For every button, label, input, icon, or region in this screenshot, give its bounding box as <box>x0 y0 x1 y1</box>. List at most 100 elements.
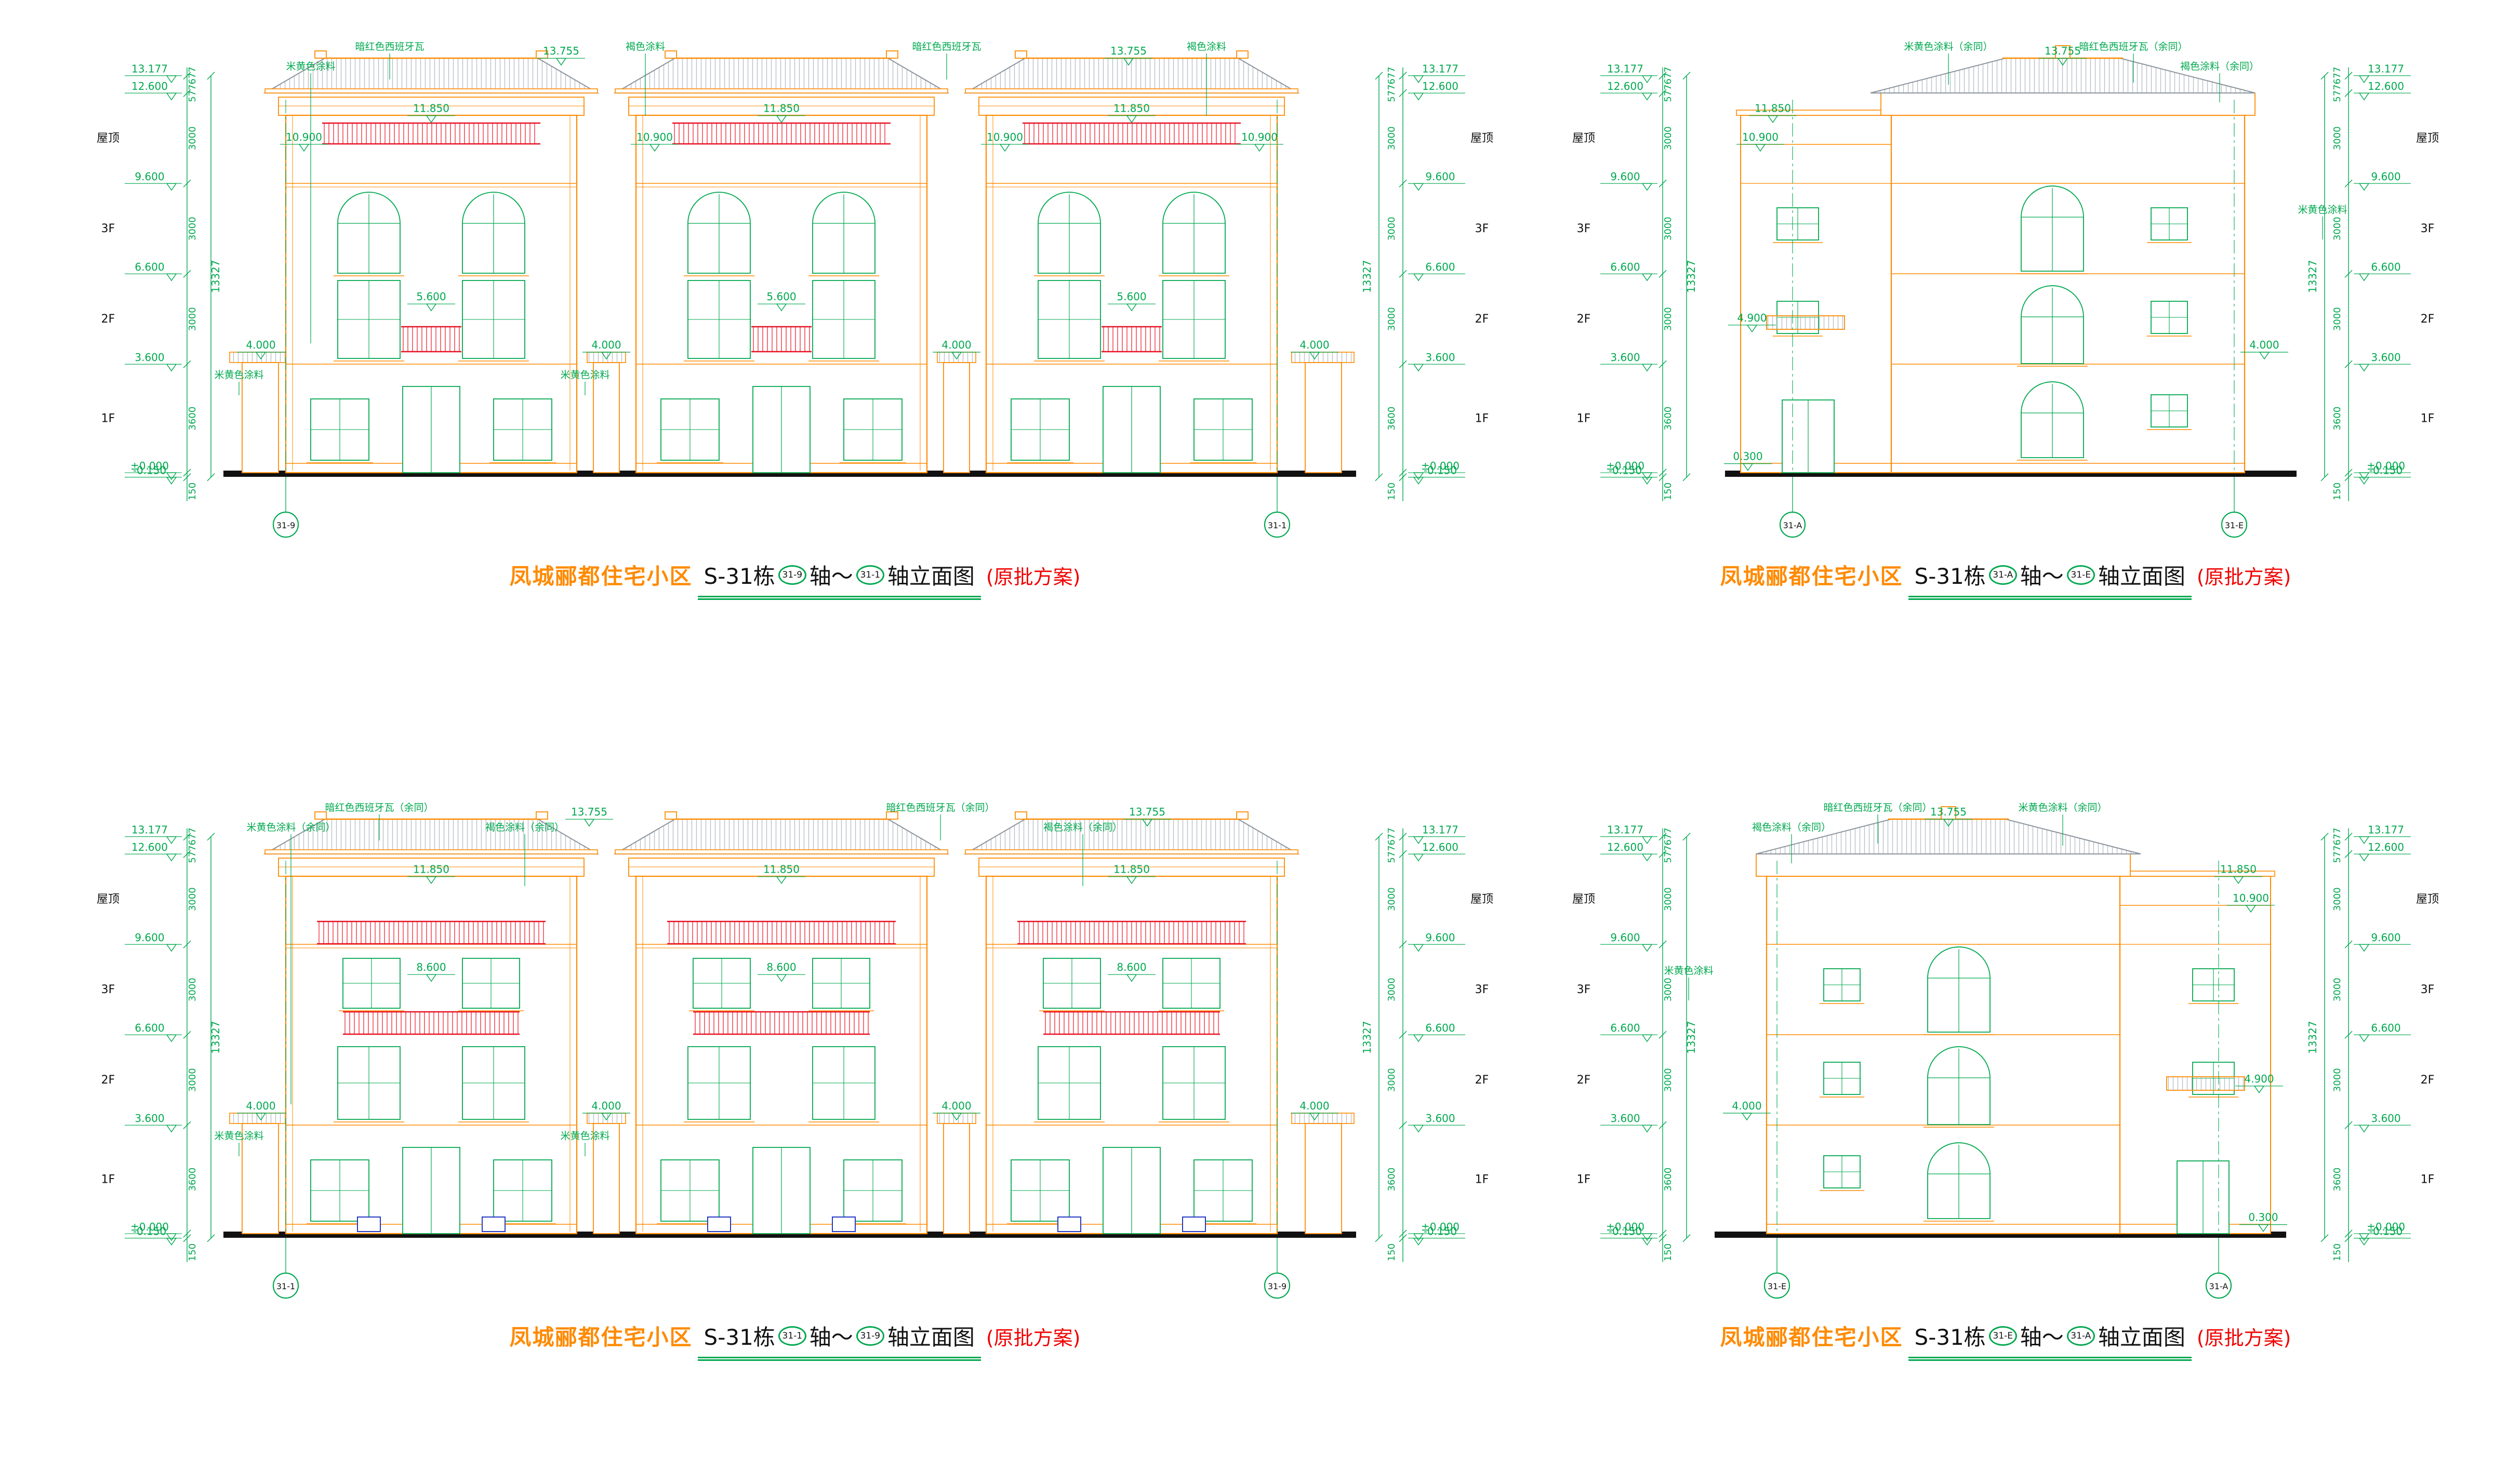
balcony-railing <box>667 920 896 945</box>
interval-dim: 3000 <box>187 126 198 150</box>
material-label: 褐色涂料（余同） <box>485 822 564 833</box>
wing-roof <box>1291 1113 1355 1124</box>
level-triangle-icon <box>2259 352 2270 360</box>
axis-bubble-label: 31-1 <box>276 1281 295 1291</box>
level-triangle-icon <box>1641 92 1653 101</box>
dim-tick <box>2344 473 2353 482</box>
dim-tick <box>1375 833 1383 841</box>
title-suffix: 轴立面图 <box>2098 1325 2185 1350</box>
dim-tick <box>2344 1234 2353 1242</box>
elevation-value: -0.150 <box>133 1225 166 1238</box>
interval-dim: 3600 <box>2332 1168 2343 1192</box>
arched-window <box>1923 946 1994 1035</box>
floor-label: 1F <box>101 412 115 425</box>
dim-tick <box>183 473 191 482</box>
door-canopy <box>2166 1076 2245 1091</box>
level-triangle-icon <box>1413 183 1424 191</box>
dim-tick <box>2344 1031 2353 1039</box>
planter <box>357 1216 381 1232</box>
elevation-value: -0.150 <box>133 464 166 477</box>
window <box>1159 280 1229 362</box>
elevation-value: -0.150 <box>1609 464 1642 477</box>
interval-dim: 3000 <box>1386 307 1397 331</box>
dim-tick <box>1399 850 1407 858</box>
level-triangle-icon <box>1742 463 1754 471</box>
drawing-title: 凤城郦都住宅小区 S-31栋 31-E 轴～ 31-A 轴立面图 (原批方案) <box>1569 1320 2442 1361</box>
dim-tick <box>183 833 191 841</box>
level-value: 4.000 <box>1732 1100 1761 1112</box>
window <box>1007 398 1073 463</box>
elevation-value: -0.150 <box>2369 1225 2403 1238</box>
interval-dim: 3600 <box>187 407 198 431</box>
level-triangle-icon <box>166 92 177 101</box>
interval-dim: 3000 <box>1663 307 1674 331</box>
wing-wall <box>242 1123 279 1234</box>
drawing-title: 凤城郦都住宅小区 S-31栋 31-9 轴～ 31-1 轴立面图 (原批方案) <box>68 559 1522 600</box>
eaves-band <box>965 849 1298 854</box>
elevation-value: 6.600 <box>135 1022 164 1034</box>
interval-dim: 3600 <box>1663 1168 1674 1192</box>
ridge-finial <box>536 811 548 820</box>
ridge-finial <box>1015 811 1027 820</box>
window <box>489 1159 556 1224</box>
level-value: 10.900 <box>286 131 322 143</box>
interval-dim: 3000 <box>187 307 198 331</box>
floor-label: 2F <box>101 1074 115 1087</box>
level-triangle-icon <box>1641 944 1653 952</box>
window <box>489 398 556 463</box>
window <box>808 958 874 1011</box>
window <box>1190 398 1256 463</box>
window <box>1820 1062 1864 1098</box>
wing-wall <box>1305 1123 1342 1234</box>
material-label: 米黄色涂料 <box>560 369 609 381</box>
level-triangle-icon <box>166 1238 177 1246</box>
title-building: S-31栋 <box>704 564 775 589</box>
level-triangle-icon <box>2253 1086 2265 1094</box>
house-unit <box>963 50 1300 474</box>
balcony-railing <box>693 1011 870 1035</box>
dimension-ladder: 13.17712.6009.6006.6003.600±0.000-0.150屋… <box>97 63 222 501</box>
level-value: 4.000 <box>591 1100 621 1112</box>
interval-dim: 677 <box>187 827 198 845</box>
overall-dim: 13327 <box>1361 1021 1373 1054</box>
house-unit <box>963 811 1300 1235</box>
level-triangle-icon <box>1254 144 1265 152</box>
level-triangle-icon <box>776 303 787 312</box>
floor-label: 1F <box>101 1173 115 1186</box>
interval-dim: 677 <box>1386 827 1397 845</box>
axis-bubble-label: 31-9 <box>276 520 295 530</box>
dim-tick <box>1659 72 1667 80</box>
level-value: 13.755 <box>2045 45 2081 57</box>
elevation-value: 13.177 <box>1422 824 1458 836</box>
dim-tick <box>2344 469 2353 477</box>
level-triangle-icon <box>2245 905 2257 913</box>
dim-tick <box>1659 89 1667 97</box>
dim-tick <box>1659 473 1667 482</box>
floor-label: 屋顶 <box>1572 132 1595 145</box>
title-main: S-31栋 31-A 轴～ 31-E 轴立面图 <box>1908 559 2192 600</box>
level-value: 4.000 <box>1299 339 1329 351</box>
window <box>2147 394 2192 430</box>
overall-dim: 13327 <box>1361 260 1373 293</box>
elevation-value: 3.600 <box>1425 351 1455 364</box>
material-label: 米黄色涂料（余同） <box>246 822 335 833</box>
house-unit <box>263 811 600 1235</box>
level-triangle-icon <box>2358 472 2370 480</box>
level-triangle-icon <box>951 1113 962 1121</box>
dim-tick <box>1399 1121 1407 1129</box>
level-triangle-icon <box>166 1034 177 1042</box>
level-triangle-icon <box>1126 876 1137 884</box>
interval-dim: 150 <box>1663 1244 1674 1261</box>
dim-tick <box>207 833 215 841</box>
title-axis-bubble-end: 31-A <box>2066 1326 2095 1346</box>
elevation-value: 6.600 <box>1610 1022 1640 1034</box>
dim-tick <box>1659 179 1667 188</box>
material-label: 褐色涂料 <box>1187 42 1226 52</box>
material-label: 褐色涂料（余同） <box>1043 822 1122 833</box>
dim-tick <box>1399 833 1407 841</box>
level-triangle-icon <box>1755 144 1766 152</box>
elevation-value: -0.150 <box>1424 1225 1457 1238</box>
dim-tick <box>183 469 191 477</box>
